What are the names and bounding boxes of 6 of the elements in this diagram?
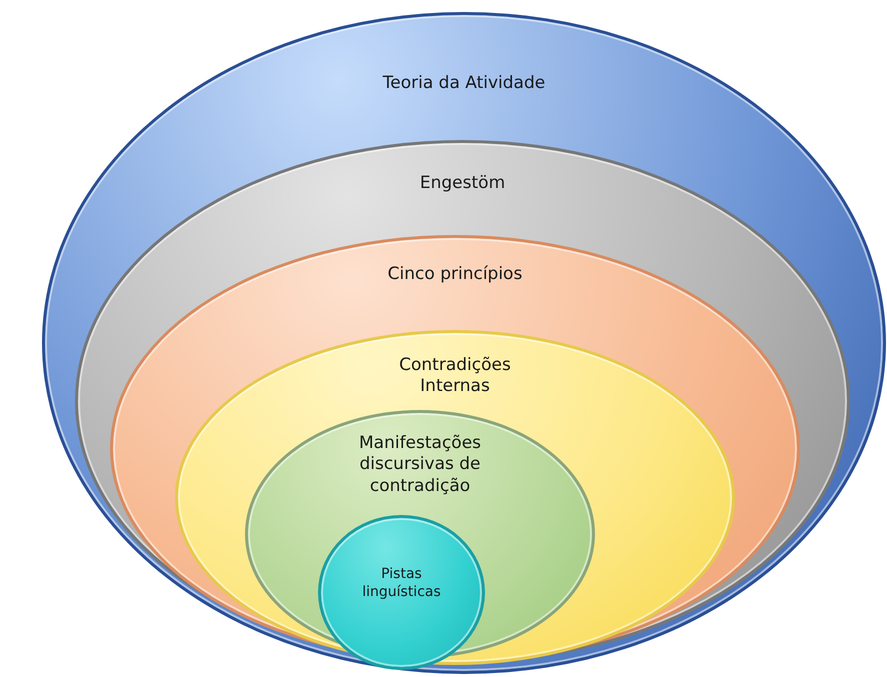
ellipse-label: Cinco princípios <box>386 264 524 286</box>
ellipse-label: Teoria da Atividade <box>382 73 546 94</box>
ellipse-label: Pistas linguísticas <box>361 566 442 601</box>
ellipse-label: Contradições Internas <box>398 355 512 398</box>
ellipse-label: Engestöm <box>418 173 506 194</box>
ellipse-label: Manifestações discursivas de contradição <box>358 433 482 497</box>
